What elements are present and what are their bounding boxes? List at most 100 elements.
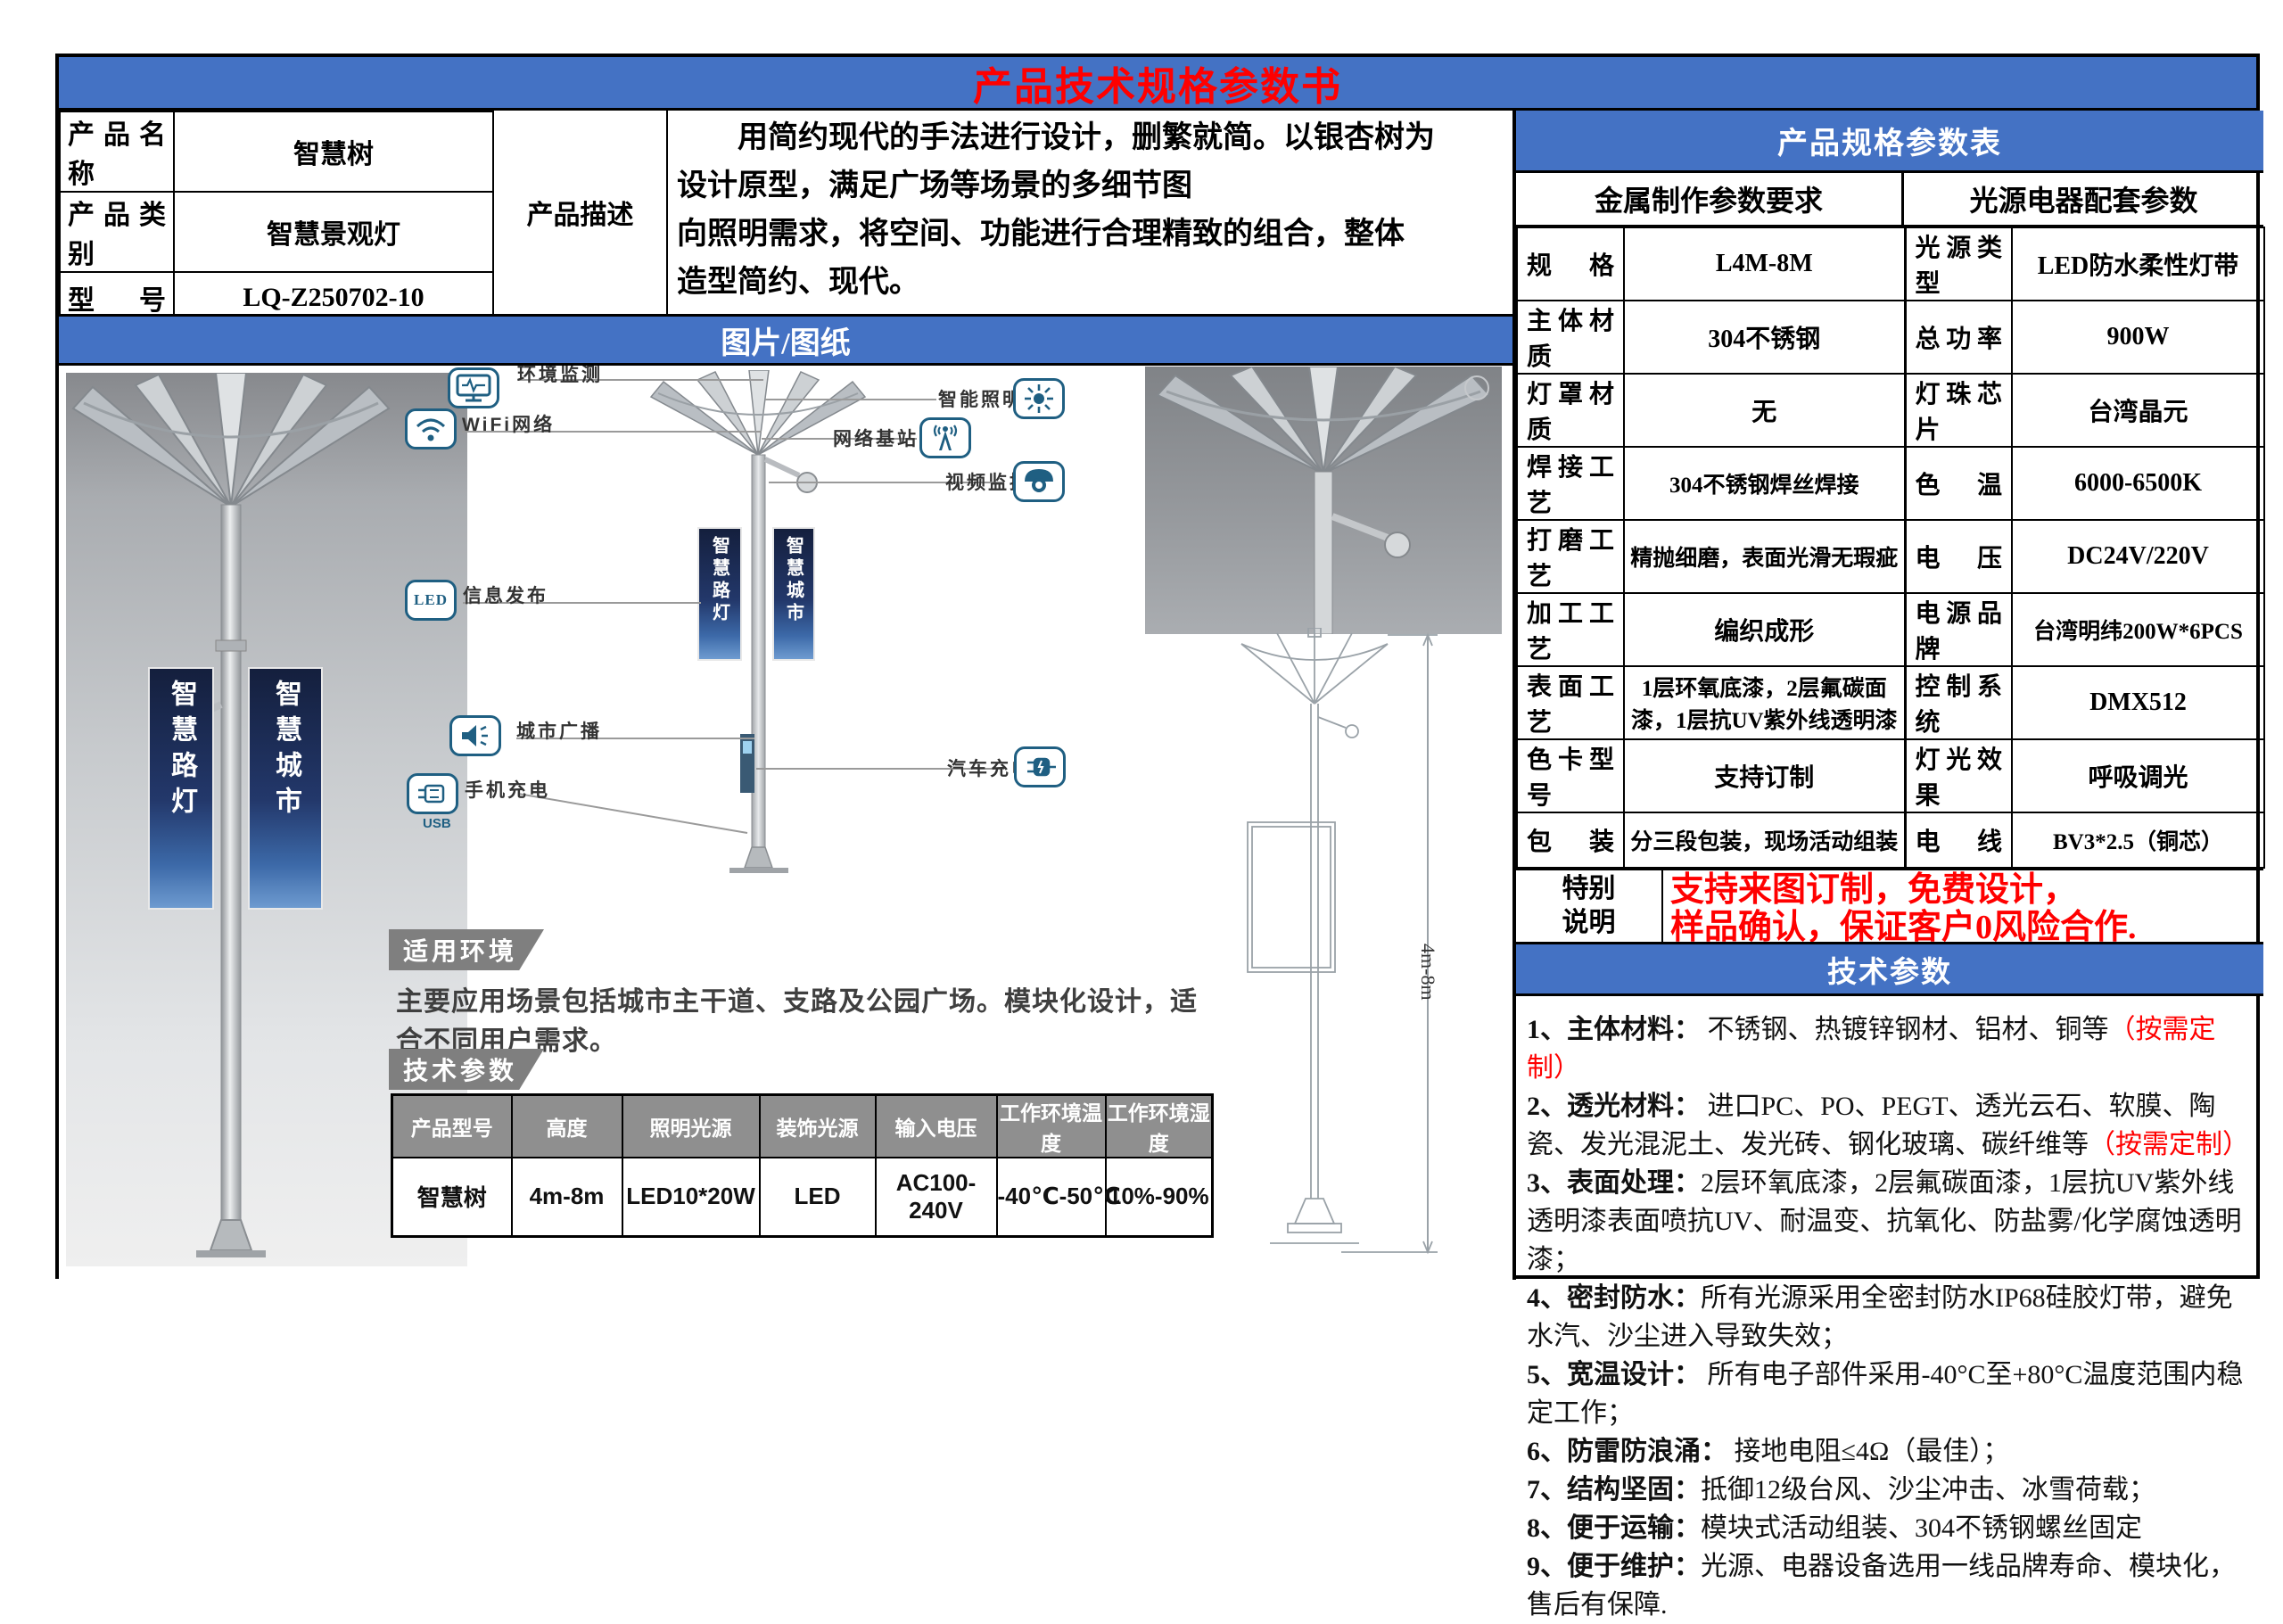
list-item: 6、防雷防浪涌： 接地电阻≤4Ω（最佳）； — [1527, 1437, 2010, 1466]
spec-label: 灯珠芯片 — [1904, 373, 2013, 448]
column-header: 产品型号 — [391, 1093, 513, 1158]
pole-photo-right — [1145, 366, 1502, 635]
pole-diagram-center — [649, 370, 867, 873]
info-value: 智慧景观灯 — [173, 191, 494, 273]
banner-text: 智慧城市 — [783, 536, 804, 625]
spec-value: DMX512 — [2011, 665, 2265, 740]
spec-label: 色卡型号 — [1516, 738, 1625, 813]
spec-label: 主体材质 — [1516, 300, 1625, 375]
spec-value: 分三段包装，现场活动组装 — [1623, 812, 1907, 869]
spec-label: 控制系统 — [1904, 665, 2013, 740]
spec-label: 打磨工艺 — [1516, 519, 1625, 594]
spec-value: L4M-8M — [1623, 227, 1907, 301]
usage-text: 主要应用场景包括城市主干道、支路及公园广场。模块化设计，适合不同用户需求。 — [396, 987, 1198, 1056]
table-row: 色卡型号 支持订制 灯光效果 呼吸调光 — [1516, 738, 2265, 813]
banner-screen: 智慧城市 — [248, 667, 323, 910]
callout-label: 智能照明 — [938, 390, 1024, 410]
description-label: 产品描述 — [494, 111, 668, 314]
list-item: 9、便于维护：光源、电器设备选用一线品牌寿命、模块化，售后有保障. — [1527, 1552, 2236, 1620]
table-cell: LED — [758, 1157, 877, 1237]
description-text: 用简约现代的手法进行设计，删繁就简。以银杏树为 设计原型，满足广场等场景的多细节… — [668, 111, 1512, 314]
spec-value: 呼吸调光 — [2011, 738, 2265, 813]
table-row: 表面工艺 1层环氧底漆，2层氟碳面漆，1层抗UV紫外线透明漆 控制系统 DMX5… — [1516, 665, 2265, 740]
callout-label: WiFi网络 — [462, 415, 556, 435]
callout-label: 城市广播 — [516, 721, 602, 742]
table-row: 焊接工艺 304不锈钢焊丝焊接 色温 6000-6500K — [1516, 446, 2265, 521]
spec-label: 灯罩材质 — [1516, 373, 1625, 448]
spec-value: 304不锈钢 — [1623, 300, 1907, 375]
list-item: 4、密封防水：所有光源采用全密封防水IP68硅胶灯带，避免水汽、沙尘进入导致失效… — [1527, 1283, 2233, 1351]
banner-screen: 智慧路灯 — [697, 527, 742, 661]
sun-icon — [1013, 378, 1065, 419]
column-header: 输入电压 — [874, 1093, 998, 1158]
spec-value: 无 — [1623, 373, 1907, 448]
description-line: 造型简约、现代。 — [677, 266, 919, 299]
led-icon: LED — [405, 580, 457, 621]
antenna-icon — [919, 417, 971, 458]
page-title: 产品技术规格参数书 — [59, 57, 2256, 111]
list-item: 1、主体材料： 不锈钢、热镀锌钢材、铝材、铜等（按需定制） — [1527, 1015, 2216, 1083]
spec-label: 光源类型 — [1904, 227, 2013, 301]
special-note-label: 特别 说明 — [1516, 870, 1663, 942]
table-cell: LED10*20W — [621, 1157, 761, 1237]
table-row: 产品类别 智慧景观灯 — [59, 191, 494, 273]
spec-value: 台湾明纬200W*6PCS — [2011, 592, 2265, 667]
group-header-light: 光源电器配套参数 — [1969, 185, 2198, 217]
table-row: 产品名称 智慧树 — [59, 111, 494, 193]
special-note-text: 支持来图订制，免费设计， 样品确认，保证客户0风险合作. — [1670, 871, 2137, 942]
monitor-icon — [448, 367, 499, 408]
pictures-section-header: 图片/图纸 — [59, 314, 1512, 366]
description-line: 用简约现代的手法进行设计，删繁就简。以银杏树为 — [677, 121, 1435, 154]
column-header: 工作环境湿度 — [1104, 1093, 1214, 1158]
tech-params-badge: 技术参数 — [389, 1049, 545, 1090]
callout-label: 信息发布 — [463, 586, 548, 606]
speaker-icon — [449, 715, 501, 756]
spec-value: 编织成形 — [1623, 592, 1907, 667]
spec-group-headers: 金属制作参数要求 光源电器配套参数 — [1516, 173, 2263, 227]
height-dimension-label: 4m-8m — [1417, 944, 1439, 1001]
table-cell: -40℃-50℃ — [995, 1157, 1121, 1237]
tech-params-section-title: 技术参数 — [1516, 944, 2263, 996]
plug-icon — [1014, 746, 1066, 787]
column-header: 装饰光源 — [758, 1093, 877, 1158]
description-line: 设计原型，满足广场等场景的多细节图 — [677, 169, 1192, 202]
table-row: 主体材质 304不锈钢 总功率 900W — [1516, 300, 2265, 375]
document-frame: 产品技术规格参数书 产品名称 智慧树 产品类别 智慧景观灯 型号 LQ-Z250… — [55, 54, 2265, 1620]
callout-label: 视频监控 — [945, 473, 1031, 493]
spec-label: 总功率 — [1904, 300, 2013, 375]
spec-column: 产品规格参数表 金属制作参数要求 光源电器配套参数 规格 L4M-8M 光源类型… — [1512, 111, 2265, 1620]
banner-screen: 智慧路灯 — [148, 667, 214, 910]
pole-render-left — [71, 372, 391, 1257]
list-item: 2、透光材料： 进口PC、PO、PEGT、透光云石、软膜、陶瓷、发光混泥土、发光… — [1527, 1092, 2249, 1159]
table-cell: AC100-240V — [874, 1157, 998, 1237]
spec-value: 304不锈钢焊丝焊接 — [1623, 446, 1907, 521]
list-item: 3、表面处理：2层环氧底漆，2层氟碳面漆，1层抗UV紫外线透明漆表面喷抗UV、耐… — [1527, 1168, 2242, 1274]
info-label: 产品名称 — [59, 111, 175, 193]
spec-value: DC24V/220V — [2011, 519, 2265, 594]
table-row: 包装 分三段包装，现场活动组装 电线 BV3*2.5（铜芯） — [1516, 812, 2265, 869]
table-cell: 智慧树 — [391, 1157, 513, 1237]
pole-photo-left: 智慧路灯 智慧城市 — [66, 372, 467, 1266]
banner-screen: 智慧城市 — [772, 527, 815, 661]
spec-label: 电压 — [1904, 519, 2013, 594]
technical-parameters-table: 产品型号 高度 照明光源 装饰光源 输入电压 工作环境温度 工作环境湿度 智慧树… — [391, 1093, 1214, 1238]
spec-label: 电线 — [1904, 812, 2013, 869]
callout-label: 汽车充电 — [947, 759, 1033, 779]
usb-sub-label: USB — [423, 816, 451, 831]
pictures-area: 智慧路灯 智慧城市 — [59, 366, 1512, 1279]
spec-value: BV3*2.5（铜芯） — [2011, 812, 2265, 869]
special-note-row: 特别 说明 支持来图订制，免费设计， 样品确认，保证客户0风险合作. — [1516, 869, 2263, 944]
column-header: 照明光源 — [621, 1093, 761, 1158]
column-header: 高度 — [510, 1093, 623, 1158]
column-header: 工作环境温度 — [995, 1093, 1107, 1158]
list-item: 8、便于运输：模块式活动组装、304不锈钢螺丝固定 — [1527, 1513, 2142, 1543]
list-item: 5、宽温设计： 所有电子部件采用-40°C至+80°C温度范围内稳定工作； — [1527, 1360, 2244, 1428]
table-cell: 10%-90% — [1104, 1157, 1214, 1237]
spec-table: 规格 L4M-8M 光源类型 LED防水柔性灯带 主体材质 304不锈钢 总功率… — [1516, 227, 2265, 869]
table-cell: 4m-8m — [510, 1157, 623, 1237]
spec-label: 色温 — [1904, 446, 2013, 521]
table-header-row: 产品型号 高度 照明光源 装饰光源 输入电压 工作环境温度 工作环境湿度 — [391, 1093, 1214, 1158]
banner-text: 智慧路灯 — [167, 680, 196, 822]
callout-label: 网络基站 — [833, 429, 919, 449]
spec-value: 900W — [2011, 300, 2265, 375]
